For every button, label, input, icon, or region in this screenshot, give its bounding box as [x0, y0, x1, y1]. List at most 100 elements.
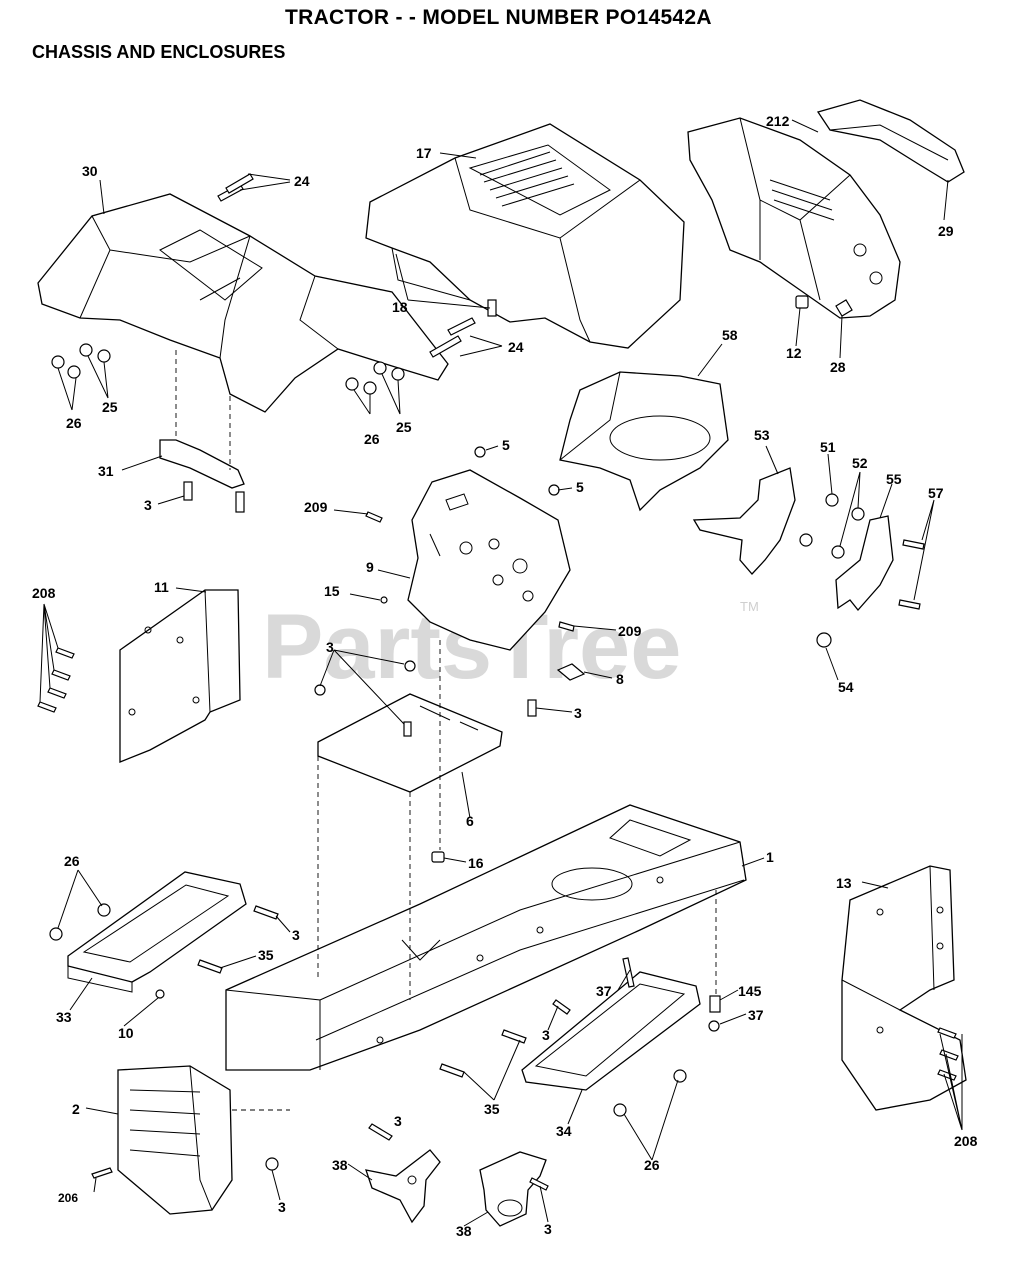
callout-13: 13: [836, 875, 852, 891]
part-33-footrest-left[interactable]: [67, 871, 247, 993]
part-26-25-nuts-left[interactable]: [51, 343, 111, 379]
callout-3: 3: [542, 1027, 550, 1043]
callout-25: 25: [396, 419, 412, 435]
callout-212: 212: [766, 113, 790, 129]
callout-31: 31: [98, 463, 114, 479]
part-26-25-nuts-center[interactable]: [345, 361, 405, 395]
callout-53: 53: [754, 427, 770, 443]
part-26-nuts-footrest-right[interactable]: [613, 1069, 687, 1117]
callout-12: 12: [786, 345, 802, 361]
part-31-bracket[interactable]: [159, 439, 245, 489]
watermark-trademark: TM: [740, 599, 759, 614]
part-29-nose-strip[interactable]: [816, 99, 965, 183]
part-16-bushing[interactable]: [431, 851, 445, 863]
part-12-bumper[interactable]: [795, 295, 809, 309]
part-3-screw-footrest-left[interactable]: [253, 905, 279, 920]
part-8-clip[interactable]: [556, 663, 586, 681]
part-1-main-frame[interactable]: [225, 804, 747, 1071]
part-208-screws-left[interactable]: [37, 647, 75, 713]
callout-52: 52: [852, 455, 868, 471]
part-3-screw-right[interactable]: [527, 699, 537, 717]
part-15-clip[interactable]: [380, 596, 388, 604]
part-51-52-57-hardware[interactable]: [799, 493, 925, 610]
callout-33: 33: [56, 1009, 72, 1025]
part-24-studs-lower[interactable]: [429, 317, 476, 358]
part-3-screws-plate[interactable]: [314, 660, 416, 737]
callout-37: 37: [748, 1007, 764, 1023]
callout-209: 209: [304, 499, 328, 515]
callout-37: 37: [596, 983, 612, 999]
part-28-latch[interactable]: [835, 299, 853, 317]
diagram-title: TRACTOR - - MODEL NUMBER PO14542A: [285, 6, 712, 29]
part-2-front-panel[interactable]: [117, 1065, 233, 1215]
assembly-lines: [175, 350, 717, 1111]
part-38-bracket-right[interactable]: [479, 1151, 547, 1227]
callout-3: 3: [544, 1221, 552, 1237]
callout-15: 15: [324, 583, 340, 599]
part-3-screw-upper[interactable]: [183, 481, 245, 513]
callout-9: 9: [366, 559, 374, 575]
callout-206: 206: [58, 1191, 78, 1205]
callout-3: 3: [574, 705, 582, 721]
part-9-dash-panel[interactable]: [407, 469, 571, 651]
part-24-studs-upper[interactable]: [217, 173, 254, 202]
part-3-screw-bracket-left[interactable]: [368, 1123, 393, 1141]
part-209-screws[interactable]: [365, 511, 575, 632]
part-13-rear-panel[interactable]: [841, 865, 967, 1111]
part-5-nuts[interactable]: [474, 446, 560, 496]
callout-26: 26: [364, 431, 380, 447]
callout-38: 38: [456, 1223, 472, 1239]
callout-58: 58: [722, 327, 738, 343]
callout-35: 35: [258, 947, 274, 963]
callout-54: 54: [838, 679, 854, 695]
callout-38: 38: [332, 1157, 348, 1173]
part-35-bolt-left[interactable]: [197, 959, 223, 974]
part-53-bracket[interactable]: [692, 467, 796, 575]
part-38-bracket-left[interactable]: [365, 1149, 441, 1224]
leader-lines: [39, 119, 963, 1227]
callout-55: 55: [886, 471, 902, 487]
callout-3: 3: [144, 497, 152, 513]
callout-6: 6: [466, 813, 474, 829]
callout-208: 208: [954, 1133, 978, 1149]
callout-25: 25: [102, 399, 118, 415]
callout-57: 57: [928, 485, 944, 501]
callout-145: 145: [738, 983, 762, 999]
part-206-screw[interactable]: [91, 1167, 113, 1179]
callout-26: 26: [64, 853, 80, 869]
callout-1: 1: [766, 849, 774, 865]
part-17-hood[interactable]: [365, 123, 685, 349]
callout-24: 24: [508, 339, 524, 355]
part-34-footrest-right[interactable]: [521, 971, 701, 1091]
callout-35: 35: [484, 1101, 500, 1117]
callout-16: 16: [468, 855, 484, 871]
callout-5: 5: [576, 479, 584, 495]
callout-208: 208: [32, 585, 56, 601]
part-26-nuts-footrest-left[interactable]: [49, 903, 111, 941]
callout-17: 17: [416, 145, 432, 161]
part-54-nut[interactable]: [816, 632, 832, 648]
part-6-floor-plate[interactable]: [317, 693, 503, 793]
part-10-nut[interactable]: [155, 989, 165, 999]
part-3-screw-front[interactable]: [265, 1157, 279, 1171]
callout-29: 29: [938, 223, 954, 239]
part-212-grille-housing[interactable]: [687, 117, 901, 319]
callout-34: 34: [556, 1123, 572, 1139]
part-30-rear-fender[interactable]: [37, 193, 449, 413]
callout-209: 209: [618, 623, 642, 639]
callout-3: 3: [326, 639, 334, 655]
part-55-mount-plate[interactable]: [835, 515, 894, 612]
callout-3: 3: [278, 1199, 286, 1215]
callout-3: 3: [394, 1113, 402, 1129]
part-208-screws-right[interactable]: [937, 1027, 959, 1081]
callout-30: 30: [82, 163, 98, 179]
part-35-bolts-right[interactable]: [439, 999, 571, 1078]
part-58-shroud[interactable]: [559, 371, 729, 512]
part-3-screw-bracket-right[interactable]: [529, 1177, 549, 1191]
callout-51: 51: [820, 439, 836, 455]
callout-3: 3: [292, 927, 300, 943]
callout-24: 24: [294, 173, 310, 189]
callout-8: 8: [616, 671, 624, 687]
part-11-side-panel[interactable]: [119, 589, 241, 763]
callout-18: 18: [392, 299, 408, 315]
